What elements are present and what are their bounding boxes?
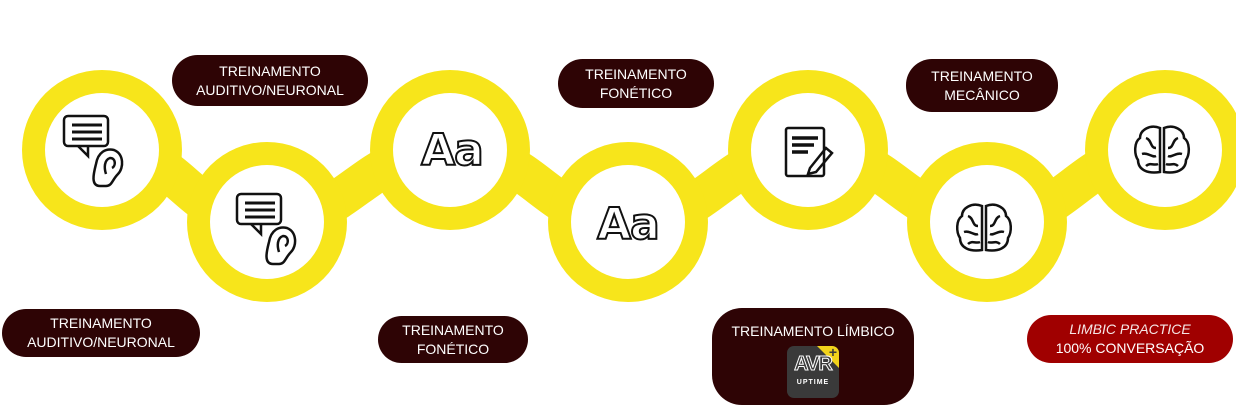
label-line: TREINAMENTO	[402, 321, 504, 338]
label-line: TREINAMENTO	[50, 315, 152, 331]
logo-subtext: UPTIME	[796, 379, 830, 386]
brain-icon	[944, 188, 1024, 268]
label-line: AUDITIVO/NEURONAL	[27, 334, 175, 350]
label-line: TREINAMENTO	[931, 67, 1033, 84]
label-line: TREINAMENTO	[219, 62, 321, 79]
label-line: FONÉTICO	[416, 340, 490, 357]
step-label-mecanico: TREINAMENTO MECÂNICO	[906, 59, 1058, 112]
label-line: AUDITIVO/NEURONAL	[196, 81, 344, 98]
step-label-auditivo-top: TREINAMENTO AUDITIVO/NEURONAL	[172, 55, 368, 106]
label-line: TREINAMENTO LÍMBICO	[731, 323, 895, 339]
step-label-fonetico-bottom: TREINAMENTO FONÉTICO	[378, 316, 528, 363]
step-label-fonetico-top: TREINAMENTO FONÉTICO	[558, 59, 714, 108]
label-line: FONÉTICO	[599, 84, 673, 101]
logo-text: AVR	[794, 353, 834, 375]
font-aa-icon: Aa	[420, 124, 485, 177]
label-line: TREINAMENTO	[585, 65, 687, 82]
logo-plus: +	[828, 346, 837, 360]
avr-uptime-logo: + AVR UPTIME	[787, 346, 839, 398]
label-line: MECÂNICO	[944, 86, 1020, 103]
chat-ear-icon	[233, 190, 313, 270]
chat-ear-icon	[60, 112, 140, 192]
step-label-limbic-practice: LIMBIC PRACTICE 100% CONVERSAÇÃO	[1027, 315, 1233, 363]
label-line: LIMBIC PRACTICE	[1069, 321, 1191, 337]
brain-icon	[1122, 110, 1202, 190]
step-label-limbico: TREINAMENTO LÍMBICO + AVR UPTIME	[712, 308, 914, 405]
document-pencil-icon	[770, 112, 850, 192]
step-label-auditivo-bottom: TREINAMENTO AUDITIVO/NEURONAL	[2, 309, 200, 357]
font-aa-icon: Aa	[596, 198, 661, 251]
label-line: 100% CONVERSAÇÃO	[1055, 340, 1205, 356]
